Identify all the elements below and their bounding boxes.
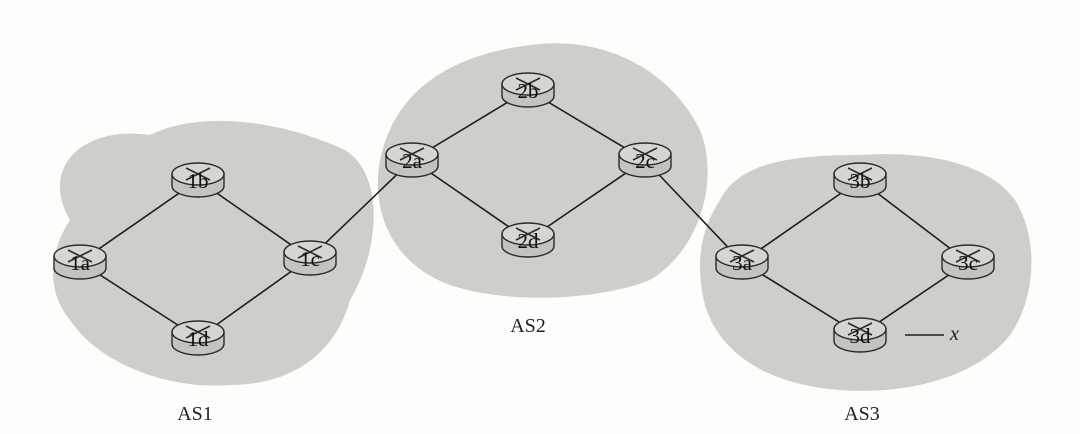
host-x-label: x	[949, 323, 959, 345]
router-arrows-icon	[632, 147, 658, 161]
router-arrows-icon	[515, 227, 541, 241]
router-label: 3b	[850, 169, 871, 193]
router-arrows-icon	[955, 249, 981, 263]
as2-region	[377, 43, 708, 298]
router-1d: 1d	[171, 320, 225, 356]
link-1c-2a	[309, 159, 413, 259]
router-label: 2b	[518, 79, 539, 103]
router-2d: 2d	[501, 222, 555, 258]
router-1c: 1c	[283, 240, 337, 276]
router-3d: 3d	[833, 317, 887, 353]
router-label: 1a	[70, 251, 91, 275]
router-arrows-icon	[185, 167, 211, 181]
router-label: 3c	[958, 251, 978, 275]
router-arrows-icon	[67, 249, 93, 263]
as3-region	[700, 154, 1032, 391]
router-1b: 1b	[171, 162, 225, 198]
as1-region	[53, 120, 374, 386]
router-3c: 3c	[941, 244, 995, 280]
router-label: 3d	[850, 324, 872, 348]
router-label: 1b	[188, 169, 209, 193]
router-3a: 3a	[715, 244, 769, 280]
as1-label: AS1	[177, 403, 213, 425]
as2-label: AS2	[510, 315, 546, 337]
link-2c-3a	[644, 159, 743, 263]
router-arrows-icon	[297, 245, 323, 259]
router-label: 2d	[518, 229, 540, 253]
router-2b: 2b	[501, 72, 555, 108]
router-label: 3a	[732, 251, 753, 275]
routers: 1a 1b 1c 1d 2a 2b 2c 2d 3a 3b 3c 3d	[53, 72, 995, 356]
router-label: 2c	[635, 149, 655, 173]
router-1a: 1a	[53, 244, 107, 280]
router-3b: 3b	[833, 162, 887, 198]
router-label: 1d	[188, 327, 210, 351]
router-2c: 2c	[618, 142, 672, 178]
router-arrows-icon	[847, 167, 873, 181]
router-label: 1c	[300, 247, 320, 271]
router-arrows-icon	[729, 249, 755, 263]
router-arrows-icon	[847, 322, 873, 336]
as3-label: AS3	[844, 403, 880, 425]
router-arrows-icon	[515, 77, 541, 91]
router-label: 2a	[402, 149, 423, 173]
router-arrows-icon	[399, 147, 425, 161]
router-2a: 2a	[385, 142, 439, 178]
router-arrows-icon	[185, 325, 211, 339]
